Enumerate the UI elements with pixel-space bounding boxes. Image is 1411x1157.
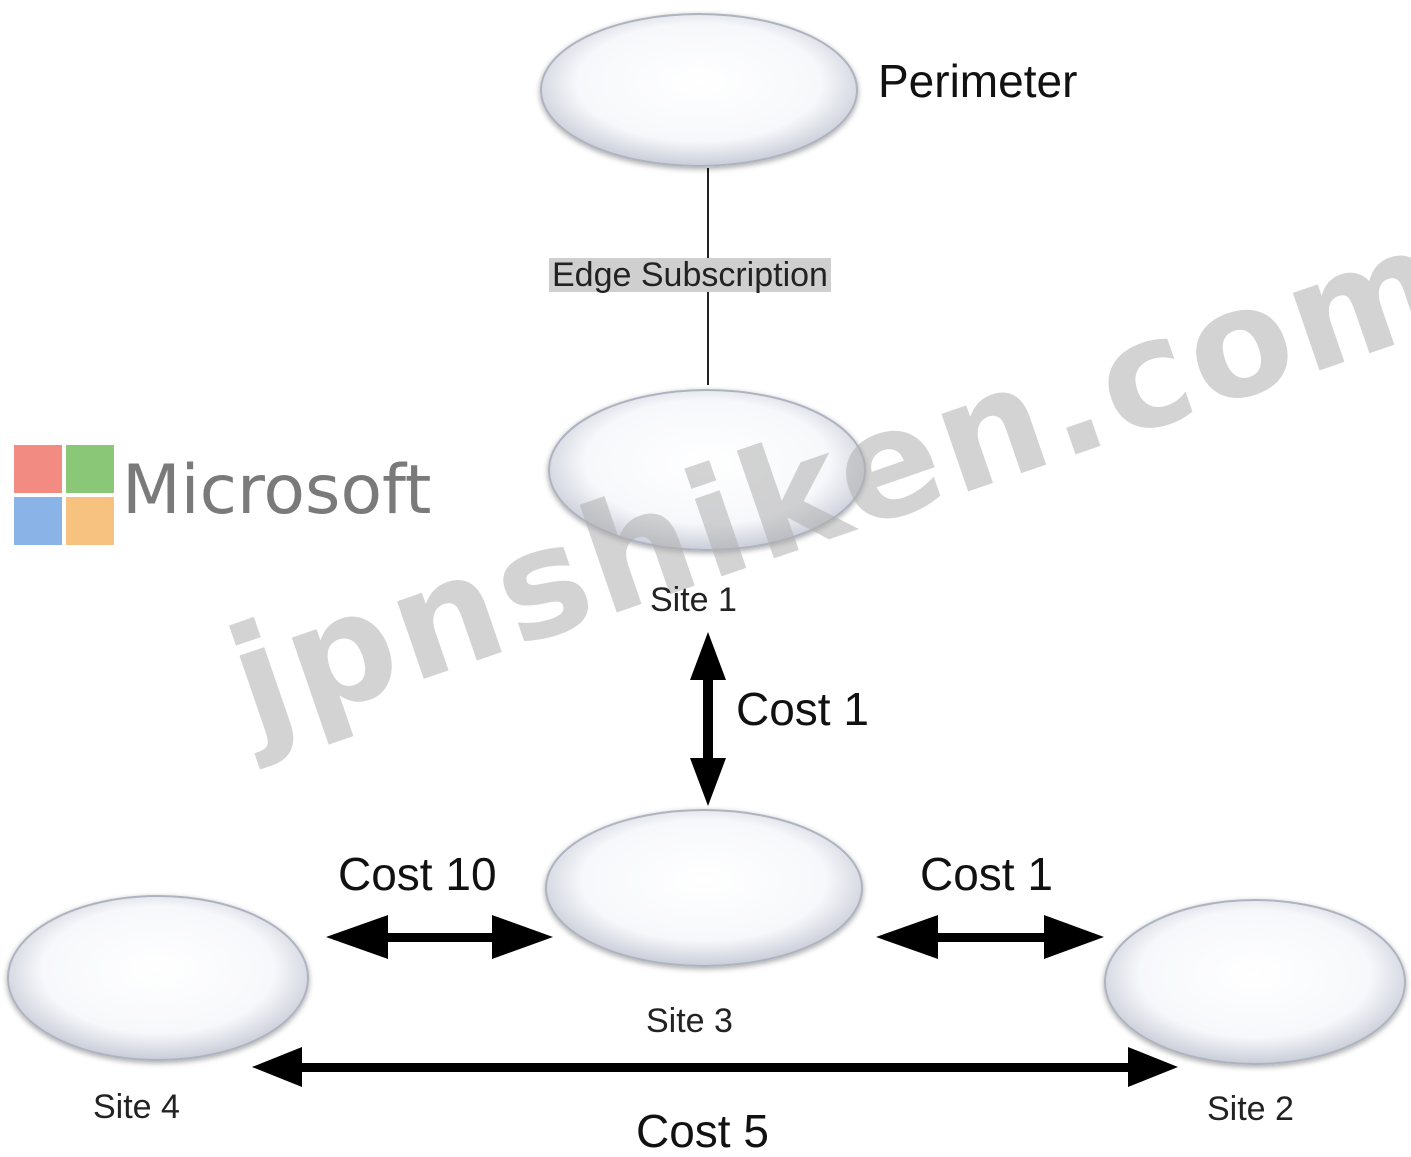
site2-node	[1104, 899, 1406, 1065]
logo-blue-square	[14, 497, 62, 545]
perimeter-label: Perimeter	[878, 55, 1078, 107]
microsoft-logo-text: Microsoft	[122, 451, 432, 530]
microsoft-logo-icon	[14, 445, 114, 545]
cost-label-site3-site2: Cost 1	[920, 848, 1053, 900]
perimeter-node	[540, 13, 858, 167]
logo-red-square	[14, 445, 62, 493]
site3-label: Site 3	[646, 1002, 733, 1040]
cost-arrow-site3-site2	[876, 915, 1104, 959]
site2-label: Site 2	[1207, 1090, 1294, 1128]
site1-node	[548, 389, 866, 551]
cost-arrow-site4-site3	[326, 915, 553, 959]
cost-label-site1-site3: Cost 1	[736, 683, 869, 735]
site1-label: Site 1	[650, 581, 737, 619]
cost-arrow-site1-site3	[690, 632, 726, 806]
edge-subscription-label: Edge Subscription	[549, 258, 831, 292]
cost-label-site4-site3: Cost 10	[338, 848, 497, 900]
site4-node	[7, 895, 309, 1061]
cost-label-site4-site2: Cost 5	[636, 1105, 769, 1157]
site4-label: Site 4	[93, 1088, 180, 1126]
cost-arrow-site4-site2	[252, 1047, 1178, 1087]
logo-yellow-square	[66, 497, 114, 545]
logo-green-square	[66, 445, 114, 493]
site3-node	[545, 809, 863, 967]
